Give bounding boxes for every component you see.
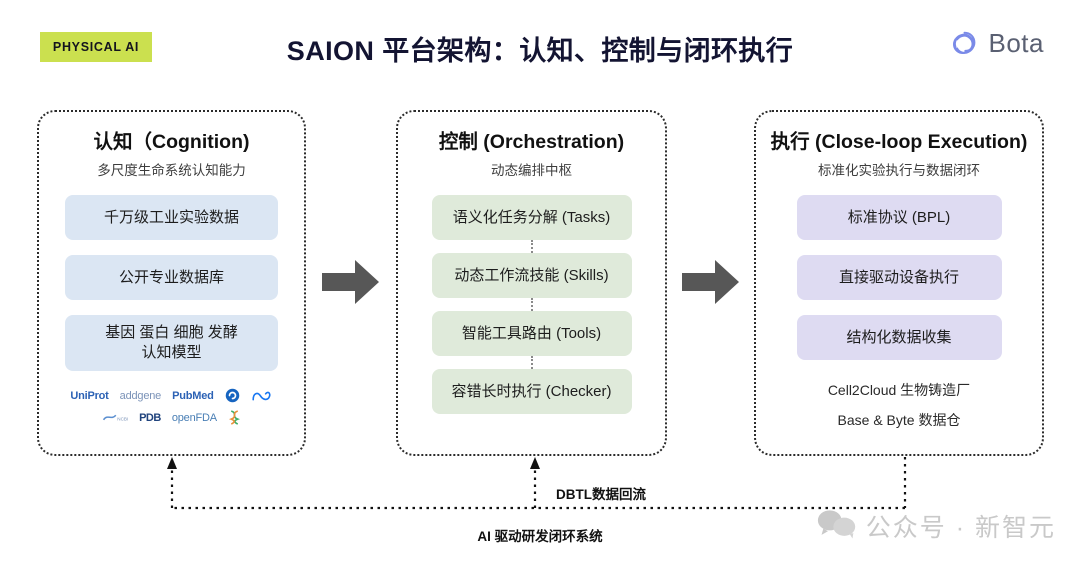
card-execution-chips: 标准协议 (BPL) 直接驱动设备执行 结构化数据收集 [756,195,1042,375]
card-cognition-chips: 千万级工业实验数据 公开专业数据库 基因 蛋白 细胞 发酵认知模型 [39,195,304,386]
physical-ai-badge: PHYSICAL AI [40,32,152,62]
card-execution-notes: Cell2Cloud 生物铸造厂 Base & Byte 数据仓 [756,382,1042,428]
dbtl-loop-label: DBTL数据回流 [556,487,646,502]
ai-loop-label: AI 驱动研发闭环系统 [477,529,603,544]
card-orchestration-title: 控制 (Orchestration) [438,131,625,153]
watermark: 公众号 · 新智元 [817,508,1056,544]
brand-logo: Bota [948,27,1045,60]
card-cognition-subtitle: 多尺度生命系统认知能力 [97,163,246,179]
chip-connector-1 [530,240,533,254]
openfda-icon: openFDA [171,411,217,424]
pubmed-icon: PubMed [172,389,214,402]
uniprot-icon: UniProt [70,389,109,402]
watermark-text: 公众号 · 新智元 [865,514,1056,542]
brand-name: Bota [988,28,1044,58]
datasource-logo-row-1: UniProt addgene PubMed [70,388,272,403]
arrow-orchestration-to-execution [682,258,740,306]
card-execution-head: 执行 (Close-loop Execution) 标准化实验执行与数据闭环 [756,130,1042,179]
loop-arrowhead-left [167,457,177,469]
chip-tasks[interactable]: 语义化任务分解 (Tasks) [431,195,632,241]
addgene-icon: addgene [119,389,162,402]
chip-public-database[interactable]: 公开专业数据库 [65,255,278,301]
card-orchestration-subtitle: 动态编排中枢 [491,163,572,179]
note-cell2cloud: Cell2Cloud 生物铸造厂 [827,382,971,399]
card-execution-title: 执行 (Close-loop Execution) [770,131,1028,153]
card-orchestration-head: 控制 (Orchestration) 动态编排中枢 [398,130,665,179]
card-cognition: 认知（Cognition) 多尺度生命系统认知能力 千万级工业实验数据 公开专业… [37,110,306,456]
chip-connector-3 [530,356,533,370]
card-orchestration: 控制 (Orchestration) 动态编排中枢 语义化任务分解 (Tasks… [396,110,667,456]
ncbi-icon: NCBI [102,410,128,425]
chip-device-driving[interactable]: 直接驱动设备执行 [796,255,1002,301]
chip-cognition-model-text: 基因 蛋白 细胞 发酵认知模型 [105,324,238,362]
card-orchestration-chips: 语义化任务分解 (Tasks) 动态工作流技能 (Skills) 智能工具路由 … [398,195,665,415]
card-cognition-head: 认知（Cognition) 多尺度生命系统认知能力 [39,130,304,179]
datasource-logo-row-2: NCBI PDB openFDA [102,410,241,426]
page-title: SAION 平台架构：认知、控制与闭环执行 [286,36,794,66]
chip-cognition-model[interactable]: 基因 蛋白 细胞 发酵认知模型 [65,315,278,372]
chip-skills[interactable]: 动态工作流技能 (Skills) [431,253,632,299]
chip-checker[interactable]: 容错长时执行 (Checker) [431,369,632,415]
pdb-icon: PDB [139,411,161,424]
chip-standard-protocol[interactable]: 标准协议 (BPL) [796,195,1002,241]
dna-helix-icon [228,410,241,426]
chip-tools[interactable]: 智能工具路由 (Tools) [431,311,632,357]
card-cognition-title: 认知（Cognition) [93,131,250,153]
datasource-logo-strip: UniProt addgene PubMed NCBI PDB openFDA [39,388,304,426]
loop-arrowhead-middle [530,457,540,469]
openai-spiral-icon [225,388,240,403]
chip-structured-collection[interactable]: 结构化数据收集 [796,315,1002,361]
bota-spiral-icon [948,27,981,60]
arrow-cognition-to-orchestration [322,258,380,306]
chip-connector-2 [530,298,533,312]
svg-text:NCBI: NCBI [117,417,128,422]
meta-infinity-icon [251,388,273,403]
chip-industrial-data[interactable]: 千万级工业实验数据 [65,195,278,241]
note-base-byte: Base & Byte 数据仓 [837,411,961,428]
wechat-icon [817,509,857,544]
card-execution: 执行 (Close-loop Execution) 标准化实验执行与数据闭环 标… [754,110,1044,456]
card-execution-subtitle: 标准化实验执行与数据闭环 [818,163,980,179]
